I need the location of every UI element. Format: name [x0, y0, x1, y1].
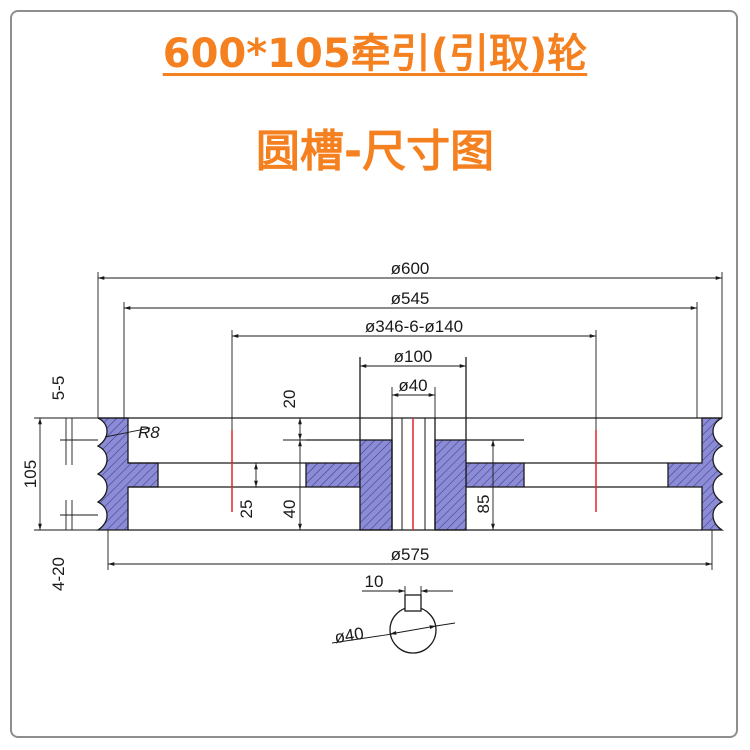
dim-hub-offset: 20	[280, 390, 299, 409]
dim-hub-length: 85	[474, 495, 493, 514]
dimension-labels: ø600 ø545 ø346-6-ø140 ø100 ø40 ø575 R8 1…	[21, 259, 493, 591]
dim-bottom-diameter: ø575	[391, 545, 430, 564]
left-web-section	[305, 462, 361, 488]
dim-shaft-diameter: ø40	[333, 624, 365, 647]
dim-web-width: 25	[237, 500, 256, 519]
hub-left-section	[359, 439, 393, 531]
keyway	[404, 594, 422, 612]
hub-right-section	[434, 439, 467, 531]
shaft-detail: 10 ø40	[331, 572, 456, 654]
dim-edge-groove: 4-20	[49, 557, 68, 591]
hatched-sections	[95, 417, 725, 531]
image-frame	[10, 10, 738, 738]
right-rim-section	[667, 417, 725, 531]
dim-groove-diameter: ø545	[391, 289, 430, 308]
dim-hub-diameter: ø100	[394, 347, 433, 366]
left-rim-section	[95, 417, 159, 531]
right-web-section	[465, 462, 525, 488]
dim-keyway-width: 10	[365, 572, 384, 591]
dim-hub-step: 40	[280, 500, 299, 519]
dim-bore-diameter: ø40	[398, 376, 427, 395]
dimension-lines	[38, 276, 722, 566]
dim-bolt-circle: ø346-6-ø140	[365, 317, 463, 336]
page-title: 600*105牵引(引取)轮	[162, 31, 588, 77]
dim-total-width: 105	[21, 460, 40, 488]
section-outlines	[98, 357, 722, 531]
dim-overall-diameter: ø600	[391, 259, 430, 278]
page-subtitle: 圆槽-尺寸图	[255, 126, 495, 177]
dim-groove-pitch: 5-5	[49, 376, 68, 401]
center-lines	[231, 418, 597, 530]
dim-groove-radius: R8	[138, 423, 160, 442]
